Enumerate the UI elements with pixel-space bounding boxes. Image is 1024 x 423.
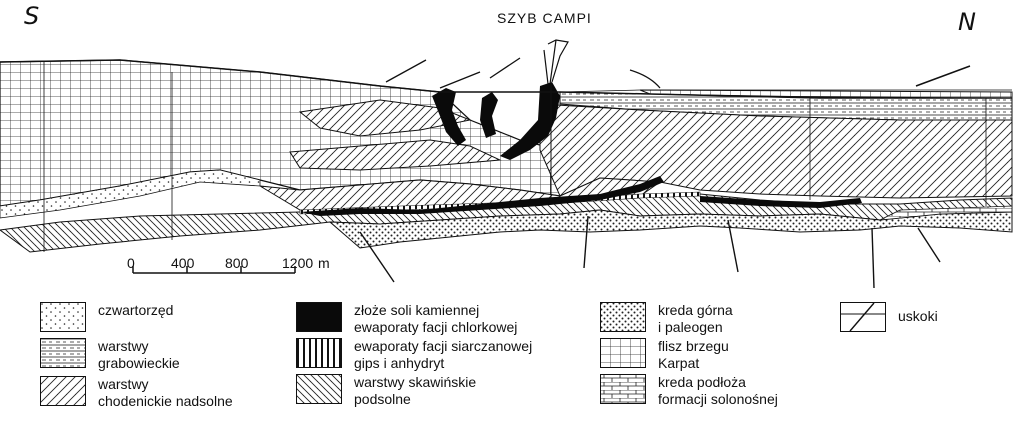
surface-sketch-4 bbox=[629, 69, 661, 89]
legend-label-2: chodenickie nadsolne bbox=[98, 393, 233, 409]
surface-sketch-5 bbox=[915, 65, 971, 87]
salt-main-lens bbox=[300, 176, 664, 216]
legend-label: warstwy bbox=[98, 376, 149, 392]
legend-label-2: grabowieckie bbox=[98, 355, 180, 371]
north-label: N bbox=[958, 8, 976, 36]
legend-label: kreda górna bbox=[658, 302, 733, 318]
cretaceous-paleogene bbox=[328, 209, 1013, 249]
surface-sketch-2 bbox=[439, 71, 481, 89]
surface-line bbox=[0, 59, 1012, 99]
swatch-hatch-right bbox=[40, 376, 86, 406]
swatch-solid-black bbox=[296, 302, 342, 332]
scale-tick-400: 400 bbox=[171, 255, 195, 271]
fault-3 bbox=[727, 219, 739, 273]
legend-label: flisz brzegu bbox=[658, 338, 729, 354]
fault-symbol-icon bbox=[840, 302, 886, 332]
legend-label-2: ewaporaty facji chlorkowej bbox=[354, 319, 518, 335]
flysch-body bbox=[0, 59, 561, 207]
swatch-bricks bbox=[600, 374, 646, 404]
legend-label-2: podsolne bbox=[354, 391, 411, 407]
legend-label: warstwy skawińskie bbox=[354, 374, 477, 390]
legend-label: czwartorzęd bbox=[98, 302, 174, 318]
swatch-vertical-lines bbox=[296, 338, 342, 368]
chodenice-wedges-2 bbox=[289, 139, 502, 171]
salt-fold-3 bbox=[500, 82, 560, 160]
legend-label: kreda podłoża bbox=[658, 374, 746, 390]
scale-bar-graphic bbox=[132, 266, 296, 274]
cretaceous-basement bbox=[879, 205, 1013, 221]
legend-label-2: Karpat bbox=[658, 355, 700, 371]
swatch-dash-lines bbox=[40, 338, 86, 368]
legend-label: ewaporaty facji siarczanowej bbox=[354, 338, 533, 354]
legend-label-2: i paleogen bbox=[658, 319, 723, 335]
scale-tick-0: 0 bbox=[127, 255, 135, 271]
legend-label-2: formacji solonośnej bbox=[658, 391, 778, 407]
legend-label: uskoki bbox=[898, 308, 938, 324]
swatch-dots-dense bbox=[600, 302, 646, 332]
legend-label-2: gips i anhydryt bbox=[354, 355, 445, 371]
scale-tick-800: 800 bbox=[225, 255, 249, 271]
legend-label: złoże soli kamiennej bbox=[354, 302, 480, 318]
legend-label: warstwy bbox=[98, 338, 149, 354]
fault-1 bbox=[359, 231, 395, 283]
swatch-grid bbox=[600, 338, 646, 368]
fault-2 bbox=[583, 215, 589, 269]
quaternary-cover bbox=[0, 169, 261, 219]
shaft-headframe bbox=[543, 39, 569, 85]
surface-sketch-3 bbox=[489, 57, 521, 79]
swatch-hatch-left bbox=[296, 374, 342, 404]
scale-tick-1200: 1200 bbox=[282, 255, 314, 271]
salt-fold-1 bbox=[432, 88, 466, 146]
swatch-dots-sparse bbox=[40, 302, 86, 332]
surface-sketch-1 bbox=[385, 59, 427, 83]
fault-4 bbox=[871, 227, 875, 289]
salt-fold-2 bbox=[480, 92, 498, 138]
south-label: S bbox=[24, 2, 40, 30]
fault-5 bbox=[917, 227, 941, 263]
shaft-label: SZYB CAMPI bbox=[497, 10, 592, 26]
salt-right-lens bbox=[700, 196, 862, 208]
scale-unit: m bbox=[318, 255, 330, 271]
